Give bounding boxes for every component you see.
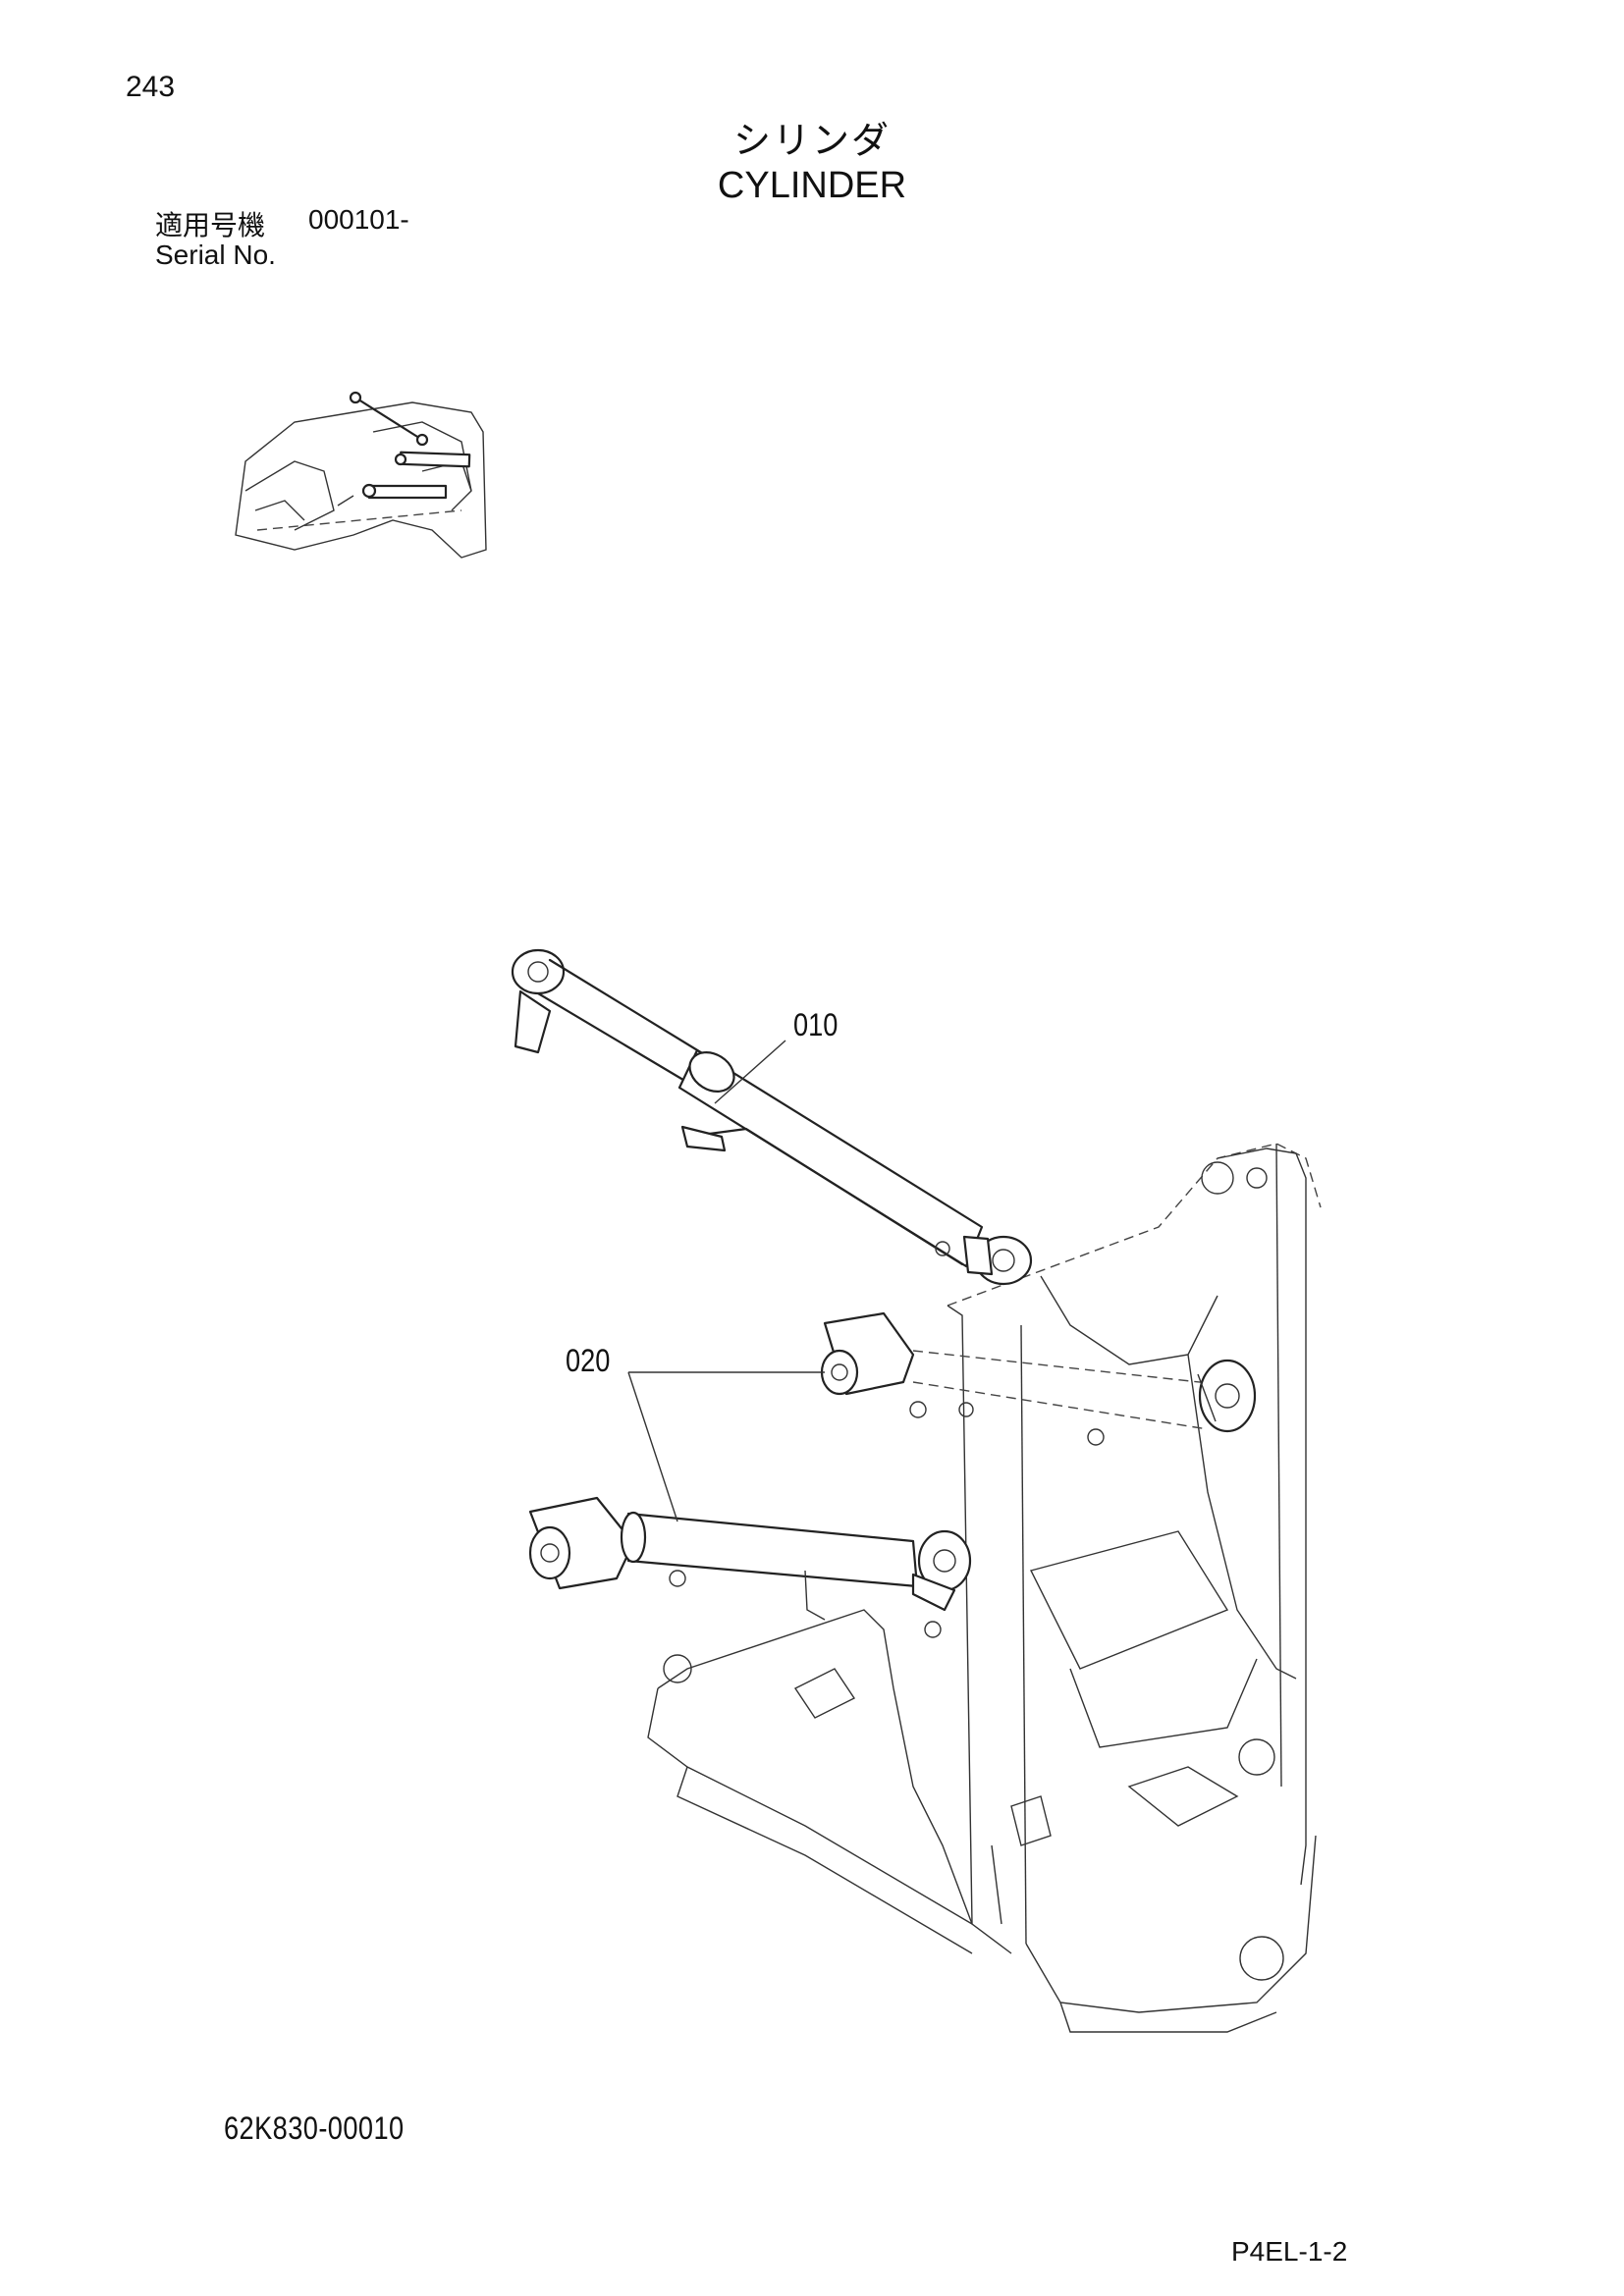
callout-label-010: 010: [793, 1007, 839, 1042]
callout-label-020: 020: [566, 1343, 611, 1378]
serial-label: Serial No.: [155, 240, 276, 270]
locator-cylinders: [337, 391, 471, 507]
page-number: 243: [126, 71, 176, 103]
page-code: P4EL-1-2: [1231, 2236, 1348, 2267]
page-title-japanese: シリンダ: [732, 119, 891, 162]
cylinder-020-lower: [528, 1496, 972, 1638]
front-frame: [647, 1143, 1322, 2033]
leader-line-020-b: [627, 1371, 678, 1522]
serial-number-value: 000101-: [308, 204, 409, 235]
leader-line-010: [714, 1040, 786, 1104]
serial-label-japanese: 適用号機: [155, 209, 266, 241]
cylinder-020-upper: [820, 1311, 1257, 1446]
cylinder-010: [511, 948, 1033, 1286]
part-number: 62K830-00010: [224, 2110, 405, 2146]
page-title: CYLINDER: [717, 165, 907, 206]
